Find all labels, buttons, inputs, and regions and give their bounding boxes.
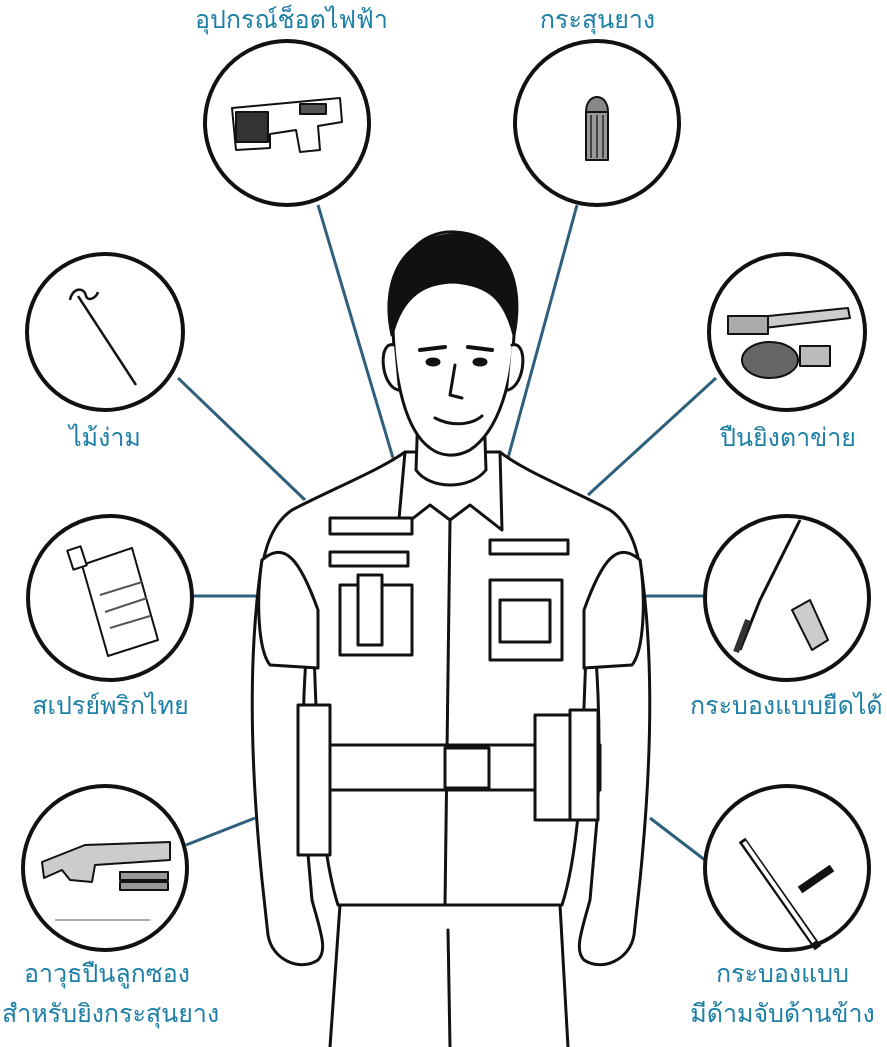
connector-rubber-bullet — [508, 205, 577, 458]
label-side-baton-line2: มีด้ามจับด้านข้าง — [680, 998, 885, 1030]
label-shotgun-line1: อาวุธปืนลูกซอง — [2, 958, 212, 990]
rubber-bullet-icon — [586, 97, 608, 160]
connector-shotgun — [186, 818, 255, 845]
label-side-baton: กระบองแบบ มีด้ามจับด้านข้าง — [680, 958, 885, 1030]
connector-net-gun — [588, 378, 716, 495]
item-circle-side-baton — [705, 786, 869, 950]
label-taser: อุปกรณ์ช็อตไฟฟ้า — [195, 4, 385, 36]
label-expandable-baton: กระบองแบบยืดได้ — [690, 690, 880, 722]
connector-hook-stick — [178, 378, 305, 500]
label-shotgun-line2: สำหรับยิงกระสุนยาง — [2, 998, 212, 1030]
label-shotgun: อาวุธปืนลูกซอง สำหรับยิงกระสุนยาง — [2, 958, 212, 1030]
label-hook-stick: ไม้ง่าม — [60, 422, 150, 454]
connector-taser — [318, 205, 393, 458]
label-side-baton-line1: กระบองแบบ — [680, 958, 885, 990]
item-circle-hook-stick — [27, 254, 183, 410]
label-pepper-spray: สเปรย์พริกไทย — [18, 690, 203, 722]
label-rubber-bullet: กระสุนยาง — [535, 4, 660, 36]
officer-figure — [252, 232, 650, 1047]
label-net-gun: ปืนยิงตาข่าย — [718, 422, 858, 454]
item-circle-expandable-baton — [705, 516, 869, 680]
